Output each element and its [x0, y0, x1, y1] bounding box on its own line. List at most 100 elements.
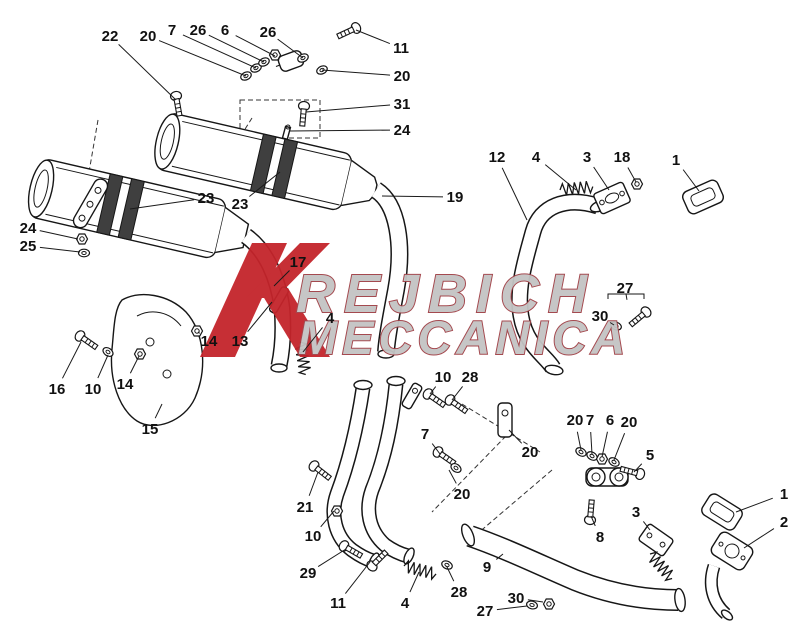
- leader-line: [158, 40, 247, 77]
- part-number-label: 7: [421, 426, 429, 443]
- leader-line: [613, 432, 626, 461]
- part-number-label: 30: [592, 308, 609, 325]
- watermark: REJBICH MECCANICA: [200, 243, 626, 365]
- leader-line: [495, 553, 504, 560]
- leader-line: [735, 497, 773, 513]
- part-number-label: 23: [232, 196, 249, 213]
- leader-line: [355, 29, 391, 45]
- leader-line: [39, 230, 79, 240]
- leader-line: [118, 43, 177, 101]
- part-number-label: 24: [394, 122, 411, 139]
- watermark-text-line1: REJBICH: [296, 264, 596, 324]
- leader-line: [431, 443, 441, 455]
- leader-line: [154, 403, 163, 419]
- part-number-label: 29: [300, 565, 317, 582]
- part-number-label: 11: [393, 40, 409, 57]
- leader-line: [317, 548, 347, 568]
- lower-silencer: [27, 159, 250, 259]
- leader-line: [593, 166, 610, 191]
- bolt-8-icon: [583, 498, 598, 526]
- leader-line: [182, 34, 257, 69]
- clamp-bracket-assembly: [573, 445, 647, 526]
- part-number-label: 14: [117, 376, 134, 393]
- part-number-label: 3: [632, 504, 640, 521]
- part-number-label: 20: [621, 414, 638, 431]
- part-number-label: 5: [646, 447, 654, 464]
- leader-line: [235, 35, 276, 57]
- part-number-label: 19: [447, 189, 464, 206]
- bolt-28-icon: [442, 392, 471, 417]
- leader-line: [277, 38, 304, 59]
- flange-3: [593, 181, 631, 215]
- part-number-label: 26: [190, 22, 207, 39]
- part-number-label: 20: [454, 486, 471, 503]
- part-number-label: 23: [198, 190, 215, 207]
- leader-line: [249, 171, 281, 197]
- part-number-label: 9: [483, 559, 491, 576]
- part-number-label: 3: [583, 149, 591, 166]
- gasket-1: [681, 179, 725, 215]
- leader-line: [273, 270, 290, 287]
- gasket-2: [710, 531, 754, 571]
- leader-line: [409, 571, 420, 593]
- part-number-label: 20: [567, 412, 584, 429]
- leader-line: [609, 322, 615, 326]
- part-number-label: 24: [20, 220, 37, 237]
- flange-3b: [638, 523, 674, 557]
- leader-line: [308, 471, 319, 496]
- hanger-strap: [72, 178, 109, 229]
- part-number-label: 6: [606, 412, 614, 429]
- nut-30b-icon: [542, 598, 556, 610]
- leader-line: [247, 301, 273, 333]
- leader-line: [576, 431, 582, 451]
- leader-line: [590, 431, 593, 455]
- bolt-22-icon: [169, 90, 186, 118]
- leader-line: [129, 199, 195, 210]
- leader-line: [501, 167, 528, 221]
- nut-24-icon: [75, 233, 89, 245]
- washer-20d-icon: [606, 455, 622, 469]
- part-number-label: 20: [140, 28, 157, 45]
- part-number-label: 28: [451, 584, 468, 601]
- washer-25-icon: [77, 248, 91, 258]
- part-number-label: 1: [780, 486, 788, 503]
- right-header-pipe-assembly: [511, 178, 725, 376]
- nut-10b-icon: [330, 505, 344, 517]
- part-number-label: 14: [201, 333, 218, 350]
- upper-silencer: [154, 113, 378, 211]
- part-number-label: 20: [394, 68, 411, 85]
- part-number-label: 18: [614, 149, 631, 166]
- part-number-label: 6: [221, 22, 229, 39]
- centre-hardware: [306, 386, 556, 611]
- leader-line: [627, 167, 637, 183]
- leader-line: [496, 605, 528, 611]
- part-number-label: 7: [168, 22, 176, 39]
- stud-24: [281, 124, 292, 141]
- part-number-label: 7: [586, 412, 594, 429]
- tailpipe-19-fill: [371, 183, 407, 353]
- leader-line: [321, 69, 391, 76]
- pipe-lug-bracket: [401, 382, 423, 410]
- leader-line: [743, 528, 775, 549]
- part-number-label: 2: [780, 514, 788, 531]
- part-number-label: 25: [20, 238, 37, 255]
- leader-line: [208, 34, 265, 63]
- leader-line: [451, 386, 463, 401]
- part-number-label: 13: [232, 333, 249, 350]
- part-number-label: 10: [85, 381, 102, 398]
- leader-line: [601, 431, 608, 458]
- leader-line: [289, 129, 391, 132]
- watermark-logo-k-arm-upper: [246, 243, 330, 298]
- part-number-label: 16: [49, 381, 66, 398]
- part-number-label: 31: [394, 96, 411, 113]
- pipe-open-end: [270, 363, 288, 373]
- heat-shield-15: [110, 293, 204, 426]
- part-number-label: 28: [462, 369, 479, 386]
- leader-line: [129, 355, 140, 374]
- bolt-21-icon: [306, 458, 334, 484]
- clamp-eye-left: [586, 467, 606, 487]
- part-number-label: 20: [522, 444, 539, 461]
